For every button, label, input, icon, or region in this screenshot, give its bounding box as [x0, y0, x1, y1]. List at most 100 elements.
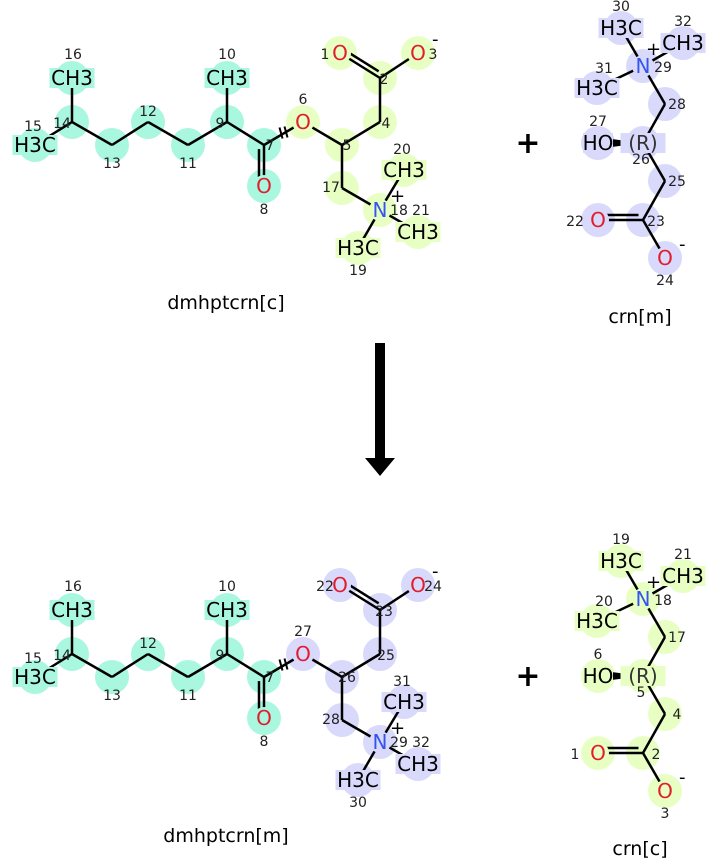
atom-backdrop [574, 78, 620, 98]
atom-number: 20 [393, 142, 411, 158]
atom-number: 8 [260, 734, 269, 750]
atom-label: N [373, 730, 388, 754]
atom-number: 4 [673, 707, 682, 723]
atom-backdrop [335, 770, 381, 790]
atom-backdrop [407, 42, 429, 64]
bond [147, 652, 189, 679]
bond [187, 120, 228, 147]
atom-label: CH3 [383, 158, 425, 182]
atom-label: O [410, 573, 426, 597]
atom-label: O [295, 110, 311, 134]
atom-backdrop [381, 692, 427, 712]
atom-number: 6 [299, 92, 308, 108]
bond [111, 120, 149, 147]
negative-charge: - [679, 767, 686, 788]
atom-label: O [590, 208, 606, 232]
atom-backdrop [632, 55, 654, 77]
atom-number: 16 [64, 47, 82, 63]
atom-backdrop [660, 566, 706, 586]
atom-number: 31 [393, 674, 411, 690]
atom-number: 12 [139, 636, 157, 652]
atom-number: 2 [380, 72, 389, 88]
atom-number: 10 [218, 579, 236, 595]
molecule-name: crn[m] [608, 306, 671, 328]
atom-label: O [657, 246, 673, 270]
molecule-name: dmhptcrn[m] [163, 825, 288, 847]
atom-backdrop [329, 574, 351, 596]
positive-charge: + [390, 186, 405, 207]
atom-number: 10 [218, 47, 236, 63]
bond [341, 652, 381, 679]
atom-number: 11 [179, 688, 197, 704]
bond-marker [278, 659, 284, 671]
atom-number: 14 [53, 648, 71, 664]
atom-number: 25 [377, 648, 395, 664]
atom-number: 7 [266, 670, 275, 686]
atom-label: N [373, 198, 388, 222]
atom-number: 24 [656, 273, 674, 289]
atom-number: 28 [322, 712, 340, 728]
atom-number: 22 [566, 214, 584, 230]
atom-number: 13 [103, 688, 121, 704]
atom-number: 11 [179, 156, 197, 172]
atom-number: 19 [349, 263, 367, 279]
atom-backdrop [12, 135, 58, 155]
atom-number: 18 [654, 593, 672, 609]
atom-backdrop [381, 160, 427, 180]
bond [641, 713, 667, 754]
atom-label: H3C [600, 549, 642, 573]
atom-backdrop [632, 588, 654, 610]
atom-label: H3C [337, 236, 379, 260]
atom-label: O [332, 41, 348, 65]
bond [226, 652, 265, 679]
atom-number: 14 [53, 116, 71, 132]
atom-number: 3 [429, 47, 438, 63]
atom-label: HO [583, 664, 614, 688]
atom-number: 7 [266, 138, 275, 154]
atom-label: N [636, 54, 651, 78]
atom-label: O [332, 573, 348, 597]
atom-number: 20 [595, 594, 613, 610]
atom-backdrop [335, 238, 381, 258]
atom-number: 15 [24, 119, 42, 135]
bond [341, 120, 381, 147]
atom-backdrop [620, 133, 666, 153]
atom-number: 18 [390, 203, 408, 219]
bond [71, 120, 113, 147]
bond [641, 180, 667, 221]
atom-number: 25 [668, 174, 686, 190]
atom-label: CH3 [662, 31, 704, 55]
stereo-label: (R) [628, 131, 658, 155]
molecule-name: crn[c] [612, 838, 667, 858]
atom-label: CH3 [51, 598, 93, 622]
negative-charge: - [679, 234, 686, 255]
atom-number: 32 [674, 14, 692, 30]
atom-number: 21 [412, 203, 430, 219]
atom-number: 12 [139, 104, 157, 120]
reaction-arrow [365, 343, 395, 476]
atom-label: N [636, 587, 651, 611]
atom-label: O [657, 779, 673, 803]
atom-number: 3 [661, 806, 670, 822]
atom-number: 21 [674, 547, 692, 563]
plus-sign-top: + [515, 126, 540, 161]
atom-number: 1 [571, 747, 580, 763]
atom-backdrop [583, 666, 613, 686]
atom-backdrop [204, 68, 250, 88]
atom-label: H3C [337, 768, 379, 792]
double-bond [345, 50, 380, 73]
atom-label: H3C [600, 16, 642, 40]
atom-number: 22 [316, 579, 334, 595]
atom-backdrop [369, 731, 391, 753]
atom-backdrop [329, 42, 351, 64]
atom-backdrop [587, 209, 609, 231]
atom-backdrop [49, 68, 95, 88]
atom-label: H3C [14, 133, 56, 157]
atom-backdrop [49, 600, 95, 620]
atom-number: 23 [375, 604, 393, 620]
bond [147, 120, 189, 147]
atom-number: 9 [216, 648, 225, 664]
atom-backdrop [12, 667, 58, 687]
atom-number: 9 [216, 116, 225, 132]
atom-number: 5 [637, 685, 646, 701]
